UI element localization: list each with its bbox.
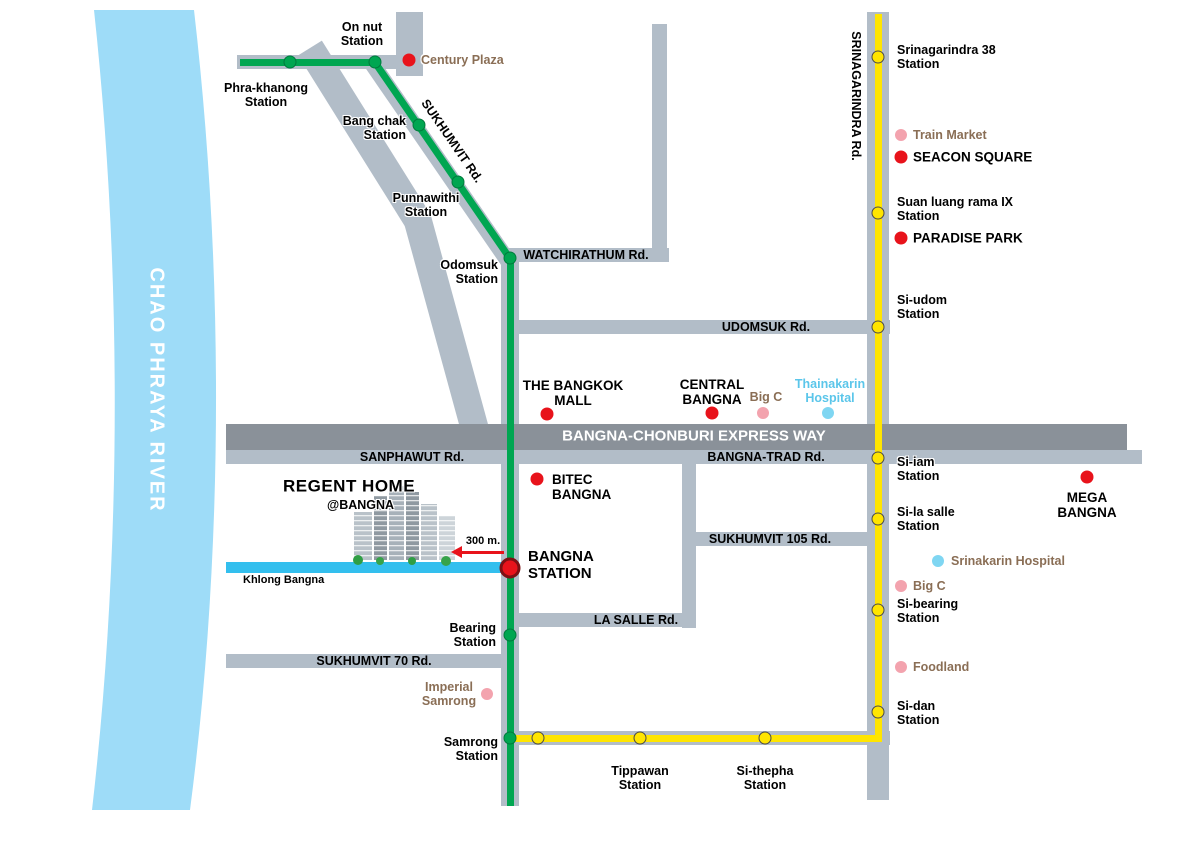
landmark-dot-big-c-bangna xyxy=(757,407,769,419)
station-dot-phra-khanong xyxy=(283,55,297,69)
chao-phraya-river xyxy=(92,10,217,810)
road-bangna-trad xyxy=(512,450,1142,464)
station-dot-punnawithi xyxy=(451,175,465,189)
landmark-label-mega-bangna: MEGA BANGNA xyxy=(1057,489,1117,520)
station-dot-bearing xyxy=(503,628,517,642)
station-label-bangna: BANGNA STATION xyxy=(528,548,594,582)
canal-label-khlong-bangna: Khlong Bangna xyxy=(243,573,325,586)
road-sukhumvit-70 xyxy=(226,654,512,668)
station-label-bang-chak: Bang chak Station xyxy=(342,114,406,142)
road-label-sanphawut: SANPHAWUT Rd. xyxy=(359,450,465,464)
road-bangna-vertical xyxy=(682,452,696,628)
road-sukhumvit-105 xyxy=(688,532,889,546)
landmark-dot-foodland xyxy=(895,661,907,673)
landmark-dot-bitec-bangna xyxy=(530,472,544,486)
project-branch: @BANGNA xyxy=(327,498,395,512)
landmark-dot-train-market xyxy=(895,129,907,141)
station-dot-srinagarindra-38 xyxy=(871,50,885,64)
station-dot-bangna-main xyxy=(499,557,521,579)
station-label-tippawan: Tippawan Station xyxy=(611,764,669,792)
landmark-label-paradise-park: PARADISE PARK xyxy=(913,230,1023,246)
landmark-label-foodland: Foodland xyxy=(913,660,970,674)
road-label-la-salle: LA SALLE Rd. xyxy=(593,613,679,627)
landmark-dot-mega-bangna xyxy=(1080,470,1094,484)
landmark-label-big-c-bearing: Big C xyxy=(913,579,946,593)
station-label-samrong: Samrong Station xyxy=(443,735,498,763)
road-label-udomsuk: UDOMSUK Rd. xyxy=(721,320,811,334)
station-dot-si-udom xyxy=(871,320,885,334)
landmark-label-imperial-samrong: Imperial Samrong xyxy=(421,680,477,708)
road-la-salle xyxy=(505,613,694,627)
project-building-illustration xyxy=(353,486,455,566)
landmark-dot-imperial-samrong xyxy=(481,688,493,700)
station-label-si-iam: Si-iam Station xyxy=(897,455,940,483)
green-line-horizontal xyxy=(240,58,377,66)
road-label-srinagarindra: SRINAGARINDRA Rd. xyxy=(849,31,863,161)
road-expressway xyxy=(226,424,1127,450)
landmark-label-srinakarin-hospital: Srinakarin Hospital xyxy=(951,554,1065,568)
station-dot-odomsuk xyxy=(503,251,517,265)
station-label-srinagarindra-38: Srinagarindra 38 Station xyxy=(897,43,996,71)
landmark-dot-central-bangna xyxy=(705,406,719,420)
distance-label: 300 m. xyxy=(465,534,501,547)
landmark-label-bitec-bangna: BITEC BANGNA xyxy=(552,471,612,502)
road-label-bangna-trad: BANGNA-TRAD Rd. xyxy=(707,450,825,464)
landmark-label-thainakarin-hospital: Thainakarin Hospital xyxy=(794,377,866,405)
landmark-dot-thainakarin-hospital xyxy=(822,407,834,419)
green-line-vertical xyxy=(506,258,514,806)
landmark-dot-seacon-square xyxy=(894,150,908,164)
station-label-punnawithi: Punnawithi Station xyxy=(392,191,460,219)
road-label-watchirathum: WATCHIRATHUM Rd. xyxy=(523,248,649,262)
station-dot-si-thepha xyxy=(758,731,772,745)
road-watchirathum xyxy=(505,248,669,262)
landmark-label-central-bangna: CENTRAL BANGNA xyxy=(679,376,745,407)
road-udomsuk xyxy=(505,320,890,334)
landmark-label-seacon-square: SEACON SQUARE xyxy=(913,149,1033,165)
station-dot-si-bearing xyxy=(871,603,885,617)
landmark-dot-the-bangkok-mall xyxy=(540,407,554,421)
station-dot-samrong xyxy=(503,731,517,745)
landmark-dot-paradise-park xyxy=(894,231,908,245)
station-label-phra-khanong: Phra-khanong Station xyxy=(223,81,309,109)
landmark-label-big-c-bangna: Big C xyxy=(749,390,783,404)
road-label-sukhumvit-70: SUKHUMVIT 70 Rd. xyxy=(316,654,432,668)
landmark-dot-srinakarin-hospital xyxy=(932,555,944,567)
landmark-dot-century-plaza xyxy=(402,53,416,67)
road-label-expressway: BANGNA-CHONBURI EXPRESS WAY xyxy=(562,427,826,445)
station-label-suan-luang-rama-ix: Suan luang rama IX Station xyxy=(897,195,1014,223)
station-label-si-udom: Si-udom Station xyxy=(897,293,947,321)
station-label-si-la-salle: Si-la salle Station xyxy=(897,505,955,533)
station-dot-suan-luang-rama-ix xyxy=(871,206,885,220)
station-dot-si-la-salle xyxy=(871,512,885,526)
khlong-bangna-canal xyxy=(226,562,507,573)
station-dot-on-nut xyxy=(368,55,382,69)
station-dot-tippawan xyxy=(633,731,647,745)
yellow-line-vertical xyxy=(874,14,882,742)
station-label-si-dan: Si-dan Station xyxy=(897,699,940,727)
station-dot-si-iam xyxy=(871,451,885,465)
station-label-odomsuk: Odomsuk Station xyxy=(440,258,498,286)
station-label-si-thepha: Si-thepha Station xyxy=(736,764,794,792)
landmark-dot-big-c-bearing xyxy=(895,580,907,592)
river-label: CHAO PHRAYA RIVER xyxy=(145,267,168,513)
project-name: REGENT HOME xyxy=(283,476,416,496)
road-sukhumvit-lower xyxy=(402,210,490,438)
station-label-on-nut: On nut Station xyxy=(340,20,384,48)
station-dot-samrong-yellow xyxy=(531,731,545,745)
landmark-label-the-bangkok-mall: THE BANGKOK MALL xyxy=(522,377,624,408)
distance-arrow-head xyxy=(451,546,462,558)
station-dot-si-dan xyxy=(871,705,885,719)
landmark-label-train-market: Train Market xyxy=(913,128,987,142)
station-label-si-bearing: Si-bearing Station xyxy=(897,597,959,625)
road-sanphawut xyxy=(226,450,512,464)
road-label-sukhumvit-105: SUKHUMVIT 105 Rd. xyxy=(708,532,832,546)
road-watchirathum-vertical xyxy=(652,24,667,262)
yellow-line-horizontal xyxy=(510,734,878,742)
station-dot-bang-chak xyxy=(412,118,426,132)
distance-arrow-line xyxy=(462,550,504,554)
landmark-label-century-plaza: Century Plaza xyxy=(421,53,504,67)
station-label-bearing: Bearing Station xyxy=(449,621,496,649)
